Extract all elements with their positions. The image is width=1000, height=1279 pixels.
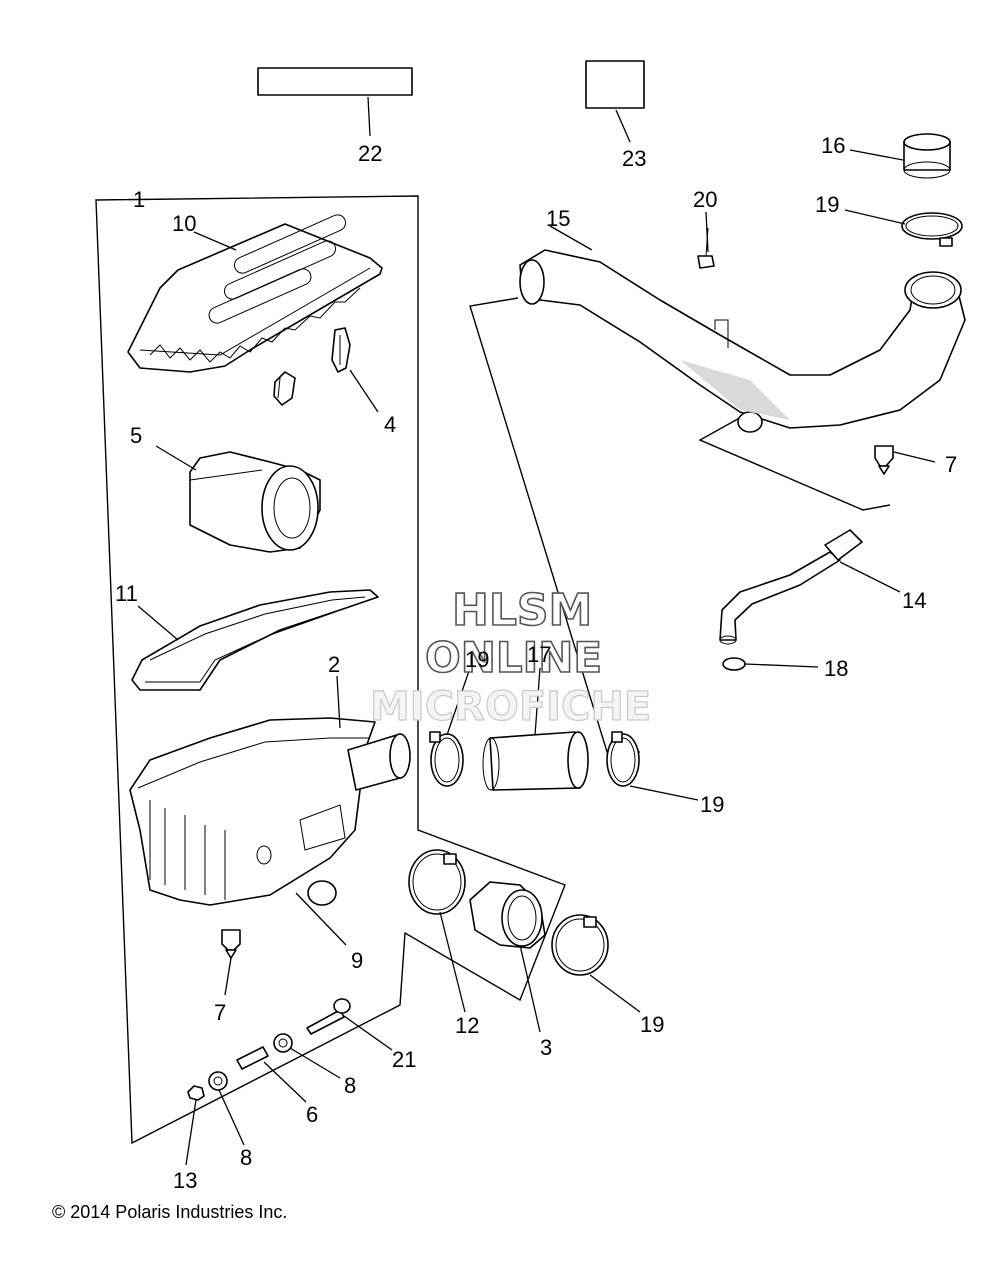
callout-1: 1 [133, 187, 145, 212]
callout-8-upper: 8 [344, 1073, 356, 1098]
assembly-group-outline [95, 195, 566, 1145]
watermark-line-1: HLSM [452, 585, 592, 636]
callout-21: 21 [392, 1047, 416, 1072]
watermark: HLSM ONLINE MICROFICHE [369, 584, 651, 730]
bolt-21 [306, 998, 351, 1035]
airbox-cover-10 [127, 214, 383, 373]
callout-18: 18 [824, 656, 848, 681]
breather-hose-14 [719, 529, 863, 645]
callout-9: 9 [351, 948, 363, 973]
adapter-boot-3 [469, 881, 546, 949]
airbox-base-2 [129, 717, 411, 906]
callout-4: 4 [384, 412, 396, 437]
clamp-12 [408, 849, 466, 915]
watermark-line-2: ONLINE [425, 633, 602, 682]
copyright-notice: © 2014 Polaris Industries Inc. [52, 1202, 288, 1222]
callout-6: 6 [306, 1102, 318, 1127]
callout-labels: 1 2 3 4 5 6 7 7 8 8 9 10 11 12 13 14 15 … [115, 133, 957, 1193]
clips-4 [273, 327, 351, 406]
callout-5: 5 [130, 423, 142, 448]
callout-22: 22 [358, 141, 382, 166]
callout-19-lower: 19 [640, 1012, 664, 1037]
spacer-6 [236, 1046, 269, 1070]
clamp-19-mid-left [429, 731, 464, 787]
callout-19-mid-right: 19 [700, 792, 724, 817]
watermark-line-3: MICROFICHE [370, 684, 651, 730]
callout-2: 2 [328, 652, 340, 677]
air-filter-5 [189, 451, 321, 553]
callout-7-right: 7 [945, 452, 957, 477]
callout-12: 12 [455, 1013, 479, 1038]
callout-17: 17 [527, 642, 551, 667]
callout-3: 3 [540, 1035, 552, 1060]
grommet-8-upper [273, 1033, 293, 1053]
callout-10: 10 [172, 211, 196, 236]
nut-13 [187, 1085, 205, 1101]
callout-15: 15 [546, 206, 570, 231]
tube-17 [482, 731, 589, 791]
decal-22 [257, 67, 413, 96]
clamp-19-lower [551, 914, 609, 976]
decal-23 [585, 60, 645, 109]
callout-20: 20 [693, 187, 717, 212]
callout-19-upper: 19 [815, 192, 839, 217]
callout-13: 13 [173, 1168, 197, 1193]
clamp-19-mid-right [606, 731, 640, 787]
callout-23: 23 [622, 146, 646, 171]
breather-group-outline [698, 414, 891, 511]
plug-9 [307, 880, 337, 906]
leader-lines [137, 96, 936, 1166]
collar-16 [903, 133, 951, 179]
clamp-19-upper [901, 212, 963, 247]
callout-8-lower: 8 [240, 1145, 252, 1170]
intake-duct-15 [519, 249, 966, 433]
bolt-20 [697, 227, 715, 269]
drain-valve-7-left [221, 929, 241, 959]
callout-14: 14 [902, 588, 926, 613]
seal-11 [131, 589, 379, 691]
callout-16: 16 [821, 133, 845, 158]
clamp-18 [722, 657, 746, 671]
grommet-8-lower [208, 1071, 228, 1091]
drain-valve-7-right [874, 445, 894, 475]
callout-7-left: 7 [214, 1000, 226, 1025]
callout-11: 11 [115, 581, 138, 606]
callout-19-mid-left: 19 [465, 647, 489, 672]
